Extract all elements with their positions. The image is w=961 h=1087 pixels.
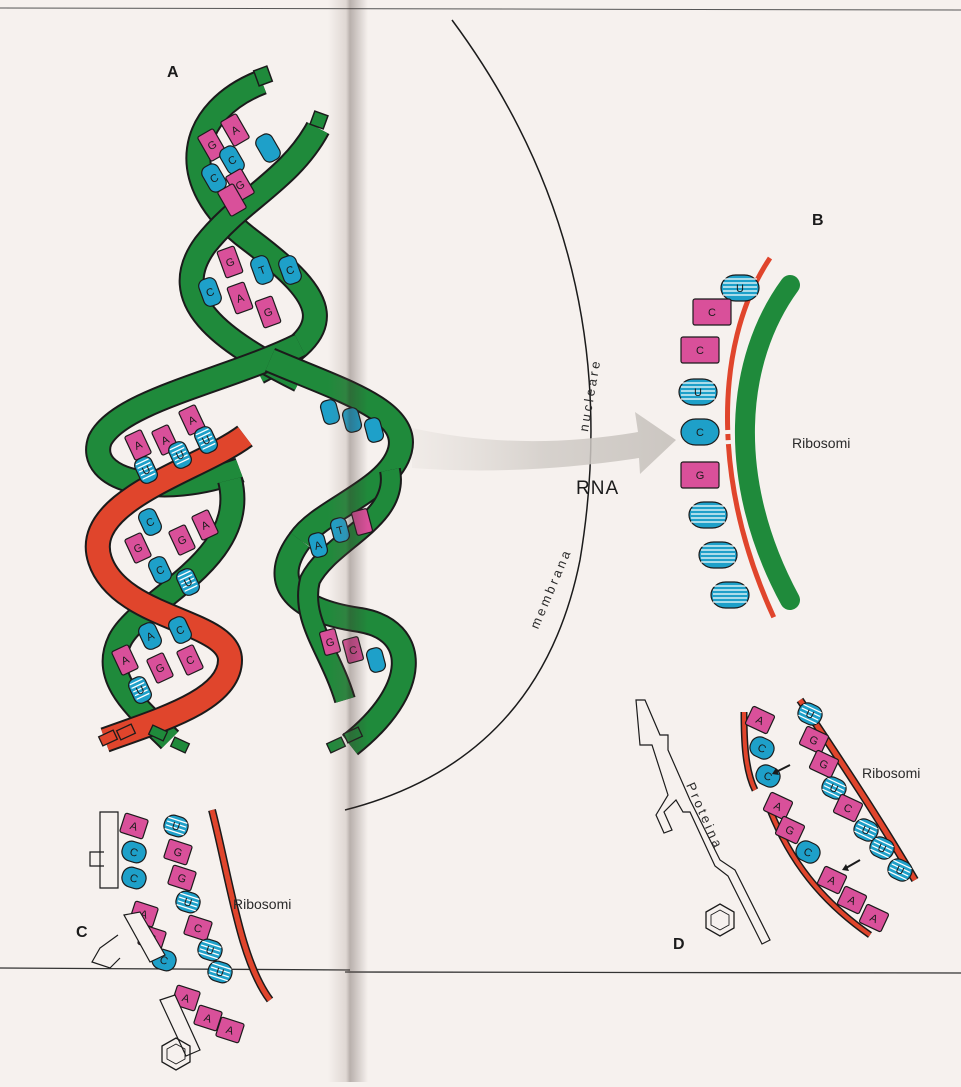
nucleotide-base-glyph: G xyxy=(124,532,151,563)
nucleotide-base-glyph: A xyxy=(215,1017,244,1043)
panel-label-c: C xyxy=(76,924,88,942)
svg-text:G: G xyxy=(696,470,705,482)
panel-d-translation: ACCUGGUCUUAGCAAAU xyxy=(636,700,915,944)
nucleotide-base-glyph: A xyxy=(763,792,793,820)
nucleotide-base-glyph: U xyxy=(679,379,717,405)
dna-double-helix: AGCCGGTCCAGAAAUUUCGGACUACAGCUTAGC xyxy=(98,66,404,753)
page-bottom-border-right xyxy=(345,972,961,973)
panel-label-a: A xyxy=(167,64,179,82)
nucleotide-base-glyph: C xyxy=(681,337,719,363)
panel-c-translation: ACCUGGUCUUAGCAAA xyxy=(90,810,270,1070)
svg-text:C: C xyxy=(696,345,704,357)
nucleotide-base-glyph: G xyxy=(167,865,196,891)
page-top-border xyxy=(0,8,961,10)
nucleotide-base-glyph: A xyxy=(124,429,151,460)
ribosomi-label-b: Ribosomi xyxy=(792,435,850,451)
nucleotide-base-glyph: C xyxy=(342,636,364,663)
nucleotide-base-glyph: U xyxy=(173,889,202,915)
nucleotide-base-glyph xyxy=(699,542,737,568)
nucleotide-base-glyph: U xyxy=(205,959,234,985)
ribosomi-label-d: Ribosomi xyxy=(862,765,920,781)
panel-label-d: D xyxy=(673,936,685,954)
nucleotide-base-glyph: C xyxy=(753,762,783,790)
nucleotide-base-glyph: C xyxy=(176,644,203,675)
rna-transfer-arrow xyxy=(412,412,676,474)
benzene-ring-d xyxy=(706,904,734,936)
page-bottom-border-left xyxy=(0,968,350,970)
nucleotide-base-glyph: C xyxy=(681,419,719,445)
svg-text:U: U xyxy=(736,283,744,295)
nucleotide-base-glyph: C xyxy=(693,299,731,325)
nucleotide-base-glyph: C xyxy=(747,734,777,762)
svg-text:C: C xyxy=(708,307,716,319)
nucleotide-base-glyph xyxy=(711,582,749,608)
nucleotide-base-glyph: C xyxy=(119,865,148,891)
nucleotide-base-glyph: G xyxy=(217,246,243,278)
nucleotide-base-glyph: U xyxy=(161,813,190,839)
arrow-icon xyxy=(776,765,790,772)
nucleotide-base-glyph xyxy=(689,502,727,528)
strand-end-tick xyxy=(327,737,346,753)
nucleotide-base-glyph: C xyxy=(183,915,212,941)
arrow-icon xyxy=(846,860,860,868)
nucleotide-base-glyph: A xyxy=(745,706,775,734)
panel-b-mrna: U C C U C G xyxy=(679,258,790,620)
nucleotide-base-glyph xyxy=(365,646,387,673)
nucleotide-base-glyph: A xyxy=(307,531,329,558)
rna-label: RNA xyxy=(576,478,619,500)
nucleotide-base-glyph: G xyxy=(255,296,281,328)
nucleotide-base-glyph: U xyxy=(195,937,224,963)
svg-text:C: C xyxy=(696,427,704,439)
protein-chain-c xyxy=(90,812,118,888)
nucleotide-base-glyph: G xyxy=(163,839,192,865)
nucleotide-base-glyph: A xyxy=(119,813,148,839)
ribosomi-label-c: Ribosomi xyxy=(233,896,291,912)
nucleotide-base-glyph: G xyxy=(775,816,805,844)
nucleotide-base-glyph: G xyxy=(146,652,173,683)
nucleotide-base-glyph: U xyxy=(721,275,759,301)
nucleotide-base-glyph xyxy=(319,398,341,425)
strand-end-tick xyxy=(171,737,190,753)
nucleotide-base-glyph: G xyxy=(681,462,719,488)
nucleotide-base-glyph: G xyxy=(168,524,195,555)
nucleotide-base-glyph: C xyxy=(119,839,148,865)
nucleotide-base-glyph: A xyxy=(227,282,253,314)
panel-label-b: B xyxy=(812,212,824,230)
svg-text:U: U xyxy=(694,387,702,399)
